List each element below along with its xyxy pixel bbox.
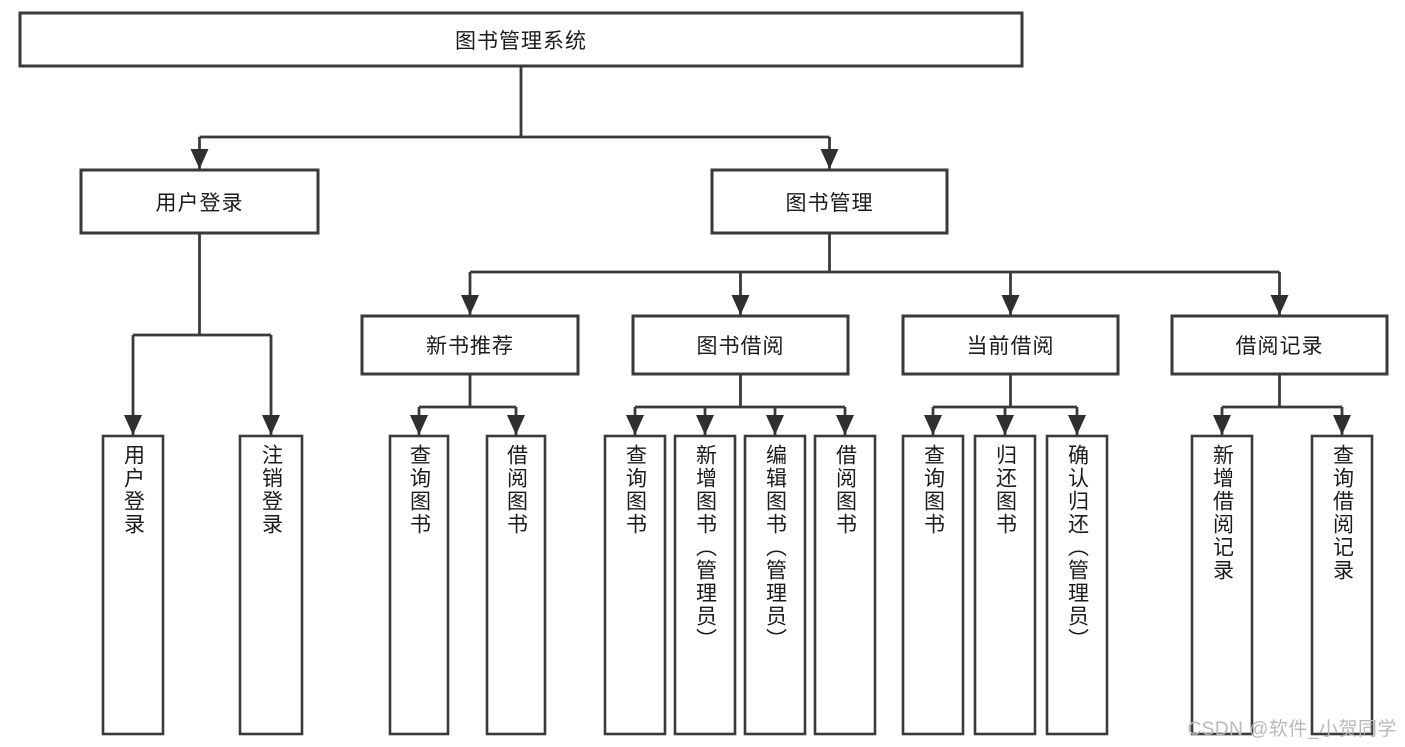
arrow-head-icon-leaf-query-book-2 bbox=[626, 415, 644, 435]
node-root-book-system[interactable] bbox=[18, 11, 1024, 68]
node-new-book-recommend[interactable] bbox=[360, 314, 580, 376]
arrow-head-icon-book-borrow bbox=[731, 295, 750, 315]
node-current-borrow[interactable] bbox=[901, 314, 1120, 376]
node-leaf-add-record[interactable] bbox=[1190, 434, 1254, 736]
arrow-head-icon-book-manage bbox=[820, 149, 839, 169]
arrow-head-icon-leaf-edit-book bbox=[766, 415, 784, 435]
node-leaf-edit-book[interactable] bbox=[743, 434, 807, 736]
node-borrow-record[interactable] bbox=[1170, 314, 1389, 376]
arrow-head-icon-leaf-user-login bbox=[124, 415, 142, 435]
node-book-manage[interactable] bbox=[710, 168, 949, 235]
watermark: CSDN @软件_小贺同学 bbox=[1187, 719, 1397, 740]
node-leaf-query-record[interactable] bbox=[1310, 434, 1374, 736]
node-leaf-return-book[interactable] bbox=[973, 434, 1037, 736]
arrow-head-icon-leaf-add-book bbox=[696, 415, 714, 435]
node-leaf-user-login[interactable] bbox=[101, 434, 165, 736]
arrow-head-icon-leaf-add-record bbox=[1213, 415, 1231, 435]
node-book-borrow[interactable] bbox=[631, 314, 850, 376]
arrow-head-icon-leaf-borrow-book-2 bbox=[836, 415, 854, 435]
node-leaf-query-book-3[interactable] bbox=[901, 434, 965, 736]
node-leaf-query-book-1[interactable] bbox=[388, 434, 450, 736]
arrow-head-icon-leaf-return-book bbox=[996, 415, 1014, 435]
node-leaf-borrow-book-2[interactable] bbox=[813, 434, 877, 736]
connector-layer bbox=[124, 66, 1351, 435]
arrow-head-icon-leaf-confirm-return bbox=[1068, 415, 1086, 435]
arrow-head-icon-current-borrow bbox=[1001, 295, 1020, 315]
node-leaf-add-book[interactable] bbox=[673, 434, 737, 736]
node-user-login[interactable] bbox=[79, 168, 320, 235]
node-leaf-query-book-2[interactable] bbox=[603, 434, 667, 736]
box-layer bbox=[18, 11, 1389, 736]
arrow-head-icon-user-login bbox=[190, 149, 209, 169]
arrow-head-icon-leaf-query-record bbox=[1333, 415, 1351, 435]
arrow-head-icon-leaf-query-book-3 bbox=[924, 415, 942, 435]
arrow-head-icon-leaf-query-book-1 bbox=[410, 415, 428, 435]
arrow-head-icon-leaf-borrow-book-1 bbox=[507, 415, 525, 435]
node-leaf-confirm-return[interactable] bbox=[1045, 434, 1109, 736]
node-leaf-logout-login[interactable] bbox=[238, 434, 304, 736]
arrow-head-icon-leaf-logout-login bbox=[262, 415, 280, 435]
arrow-head-icon-new-book-recommend bbox=[461, 295, 479, 315]
arrow-head-icon-borrow-record bbox=[1270, 295, 1289, 315]
node-leaf-borrow-book-1[interactable] bbox=[485, 434, 547, 736]
